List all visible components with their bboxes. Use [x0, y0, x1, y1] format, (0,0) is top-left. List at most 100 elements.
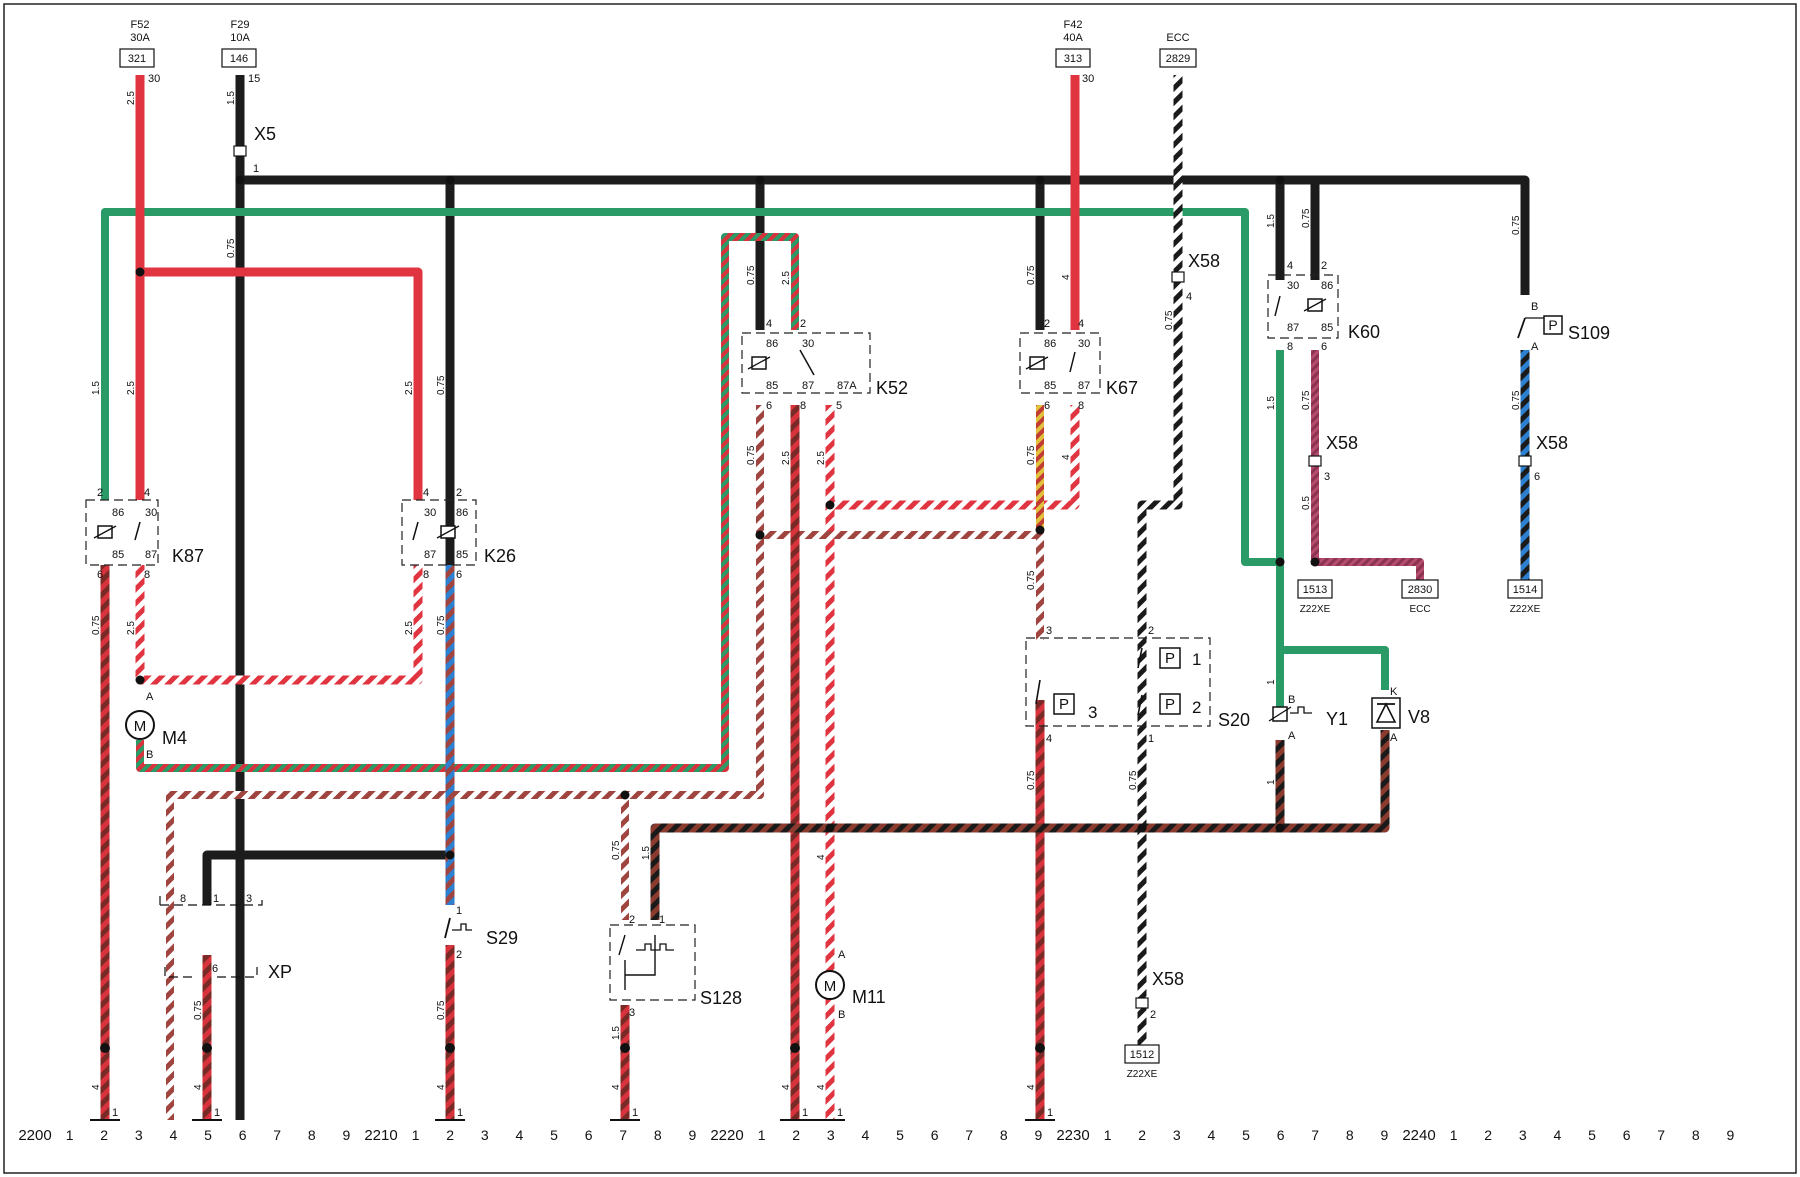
svg-text:1: 1	[213, 893, 219, 905]
ruler-digit: 4	[1554, 1127, 1562, 1143]
svg-text:87: 87	[145, 549, 157, 561]
svg-text:2: 2	[456, 949, 462, 961]
ruler-digit: 6	[931, 1127, 939, 1143]
ruler-block-label: 2240	[1402, 1127, 1435, 1144]
svg-text:10A: 10A	[230, 32, 250, 44]
ruler-digit: 7	[1657, 1127, 1665, 1143]
svg-text:146: 146	[230, 53, 248, 65]
wire-m4-supply	[135, 565, 423, 685]
ruler-digit: 6	[1277, 1127, 1285, 1143]
svg-text:2: 2	[800, 318, 806, 330]
svg-text:A: A	[1288, 730, 1296, 742]
wire-v8-k	[1280, 646, 1389, 690]
svg-text:6: 6	[1534, 471, 1540, 483]
svg-text:30: 30	[424, 507, 436, 519]
ruler-digit: 6	[239, 1127, 247, 1143]
svg-text:1: 1	[1266, 679, 1277, 685]
wire-green-feed	[101, 208, 1280, 566]
svg-text:0.75: 0.75	[1128, 770, 1139, 790]
svg-text:2: 2	[1321, 260, 1327, 272]
svg-text:4: 4	[1186, 291, 1192, 303]
svg-text:0.75: 0.75	[1026, 265, 1037, 285]
connector-x58-3: X58 3	[1308, 433, 1358, 483]
wire-2830	[1315, 558, 1424, 580]
svg-text:ECC: ECC	[1409, 604, 1430, 615]
svg-text:4: 4	[1026, 1084, 1037, 1090]
svg-text:4: 4	[816, 1084, 827, 1090]
svg-text:K52: K52	[876, 378, 908, 398]
svg-text:4: 4	[1046, 733, 1052, 745]
svg-text:30: 30	[148, 73, 160, 85]
svg-text:30A: 30A	[130, 32, 150, 44]
svg-text:0.75: 0.75	[193, 1000, 204, 1020]
svg-text:40A: 40A	[1063, 32, 1083, 44]
svg-text:Z22XE: Z22XE	[1510, 604, 1541, 615]
svg-text:85: 85	[456, 549, 468, 561]
svg-text:0.75: 0.75	[611, 840, 622, 860]
svg-text:K67: K67	[1106, 378, 1138, 398]
svg-text:1.5: 1.5	[1266, 396, 1277, 410]
wire-black-bus	[240, 175, 1530, 295]
ruler-digit: 5	[896, 1127, 904, 1143]
svg-text:P: P	[1059, 696, 1069, 713]
connector-x58-ecc: X58 4	[1171, 251, 1220, 303]
svg-text:P: P	[1548, 317, 1557, 333]
svg-text:4: 4	[1061, 454, 1072, 460]
motor-m11: M A B M11	[815, 949, 886, 1021]
svg-text:85: 85	[112, 549, 124, 561]
svg-text:XP: XP	[268, 962, 292, 982]
svg-text:K87: K87	[172, 546, 204, 566]
svg-text:1514: 1514	[1513, 584, 1537, 596]
ruler-block-label: 2210	[364, 1127, 397, 1144]
svg-text:0.75: 0.75	[436, 1000, 447, 1020]
ruler-digit: 4	[1208, 1127, 1216, 1143]
svg-text:M4: M4	[162, 728, 187, 748]
ruler-digit: 3	[481, 1127, 489, 1143]
ruler-digit: 2	[792, 1127, 800, 1143]
svg-text:0.75: 0.75	[1164, 310, 1175, 330]
svg-text:1: 1	[632, 1107, 638, 1119]
svg-text:P: P	[1165, 650, 1175, 667]
wire-k26-30	[140, 267, 423, 500]
svg-text:6: 6	[456, 569, 462, 581]
svg-text:1: 1	[457, 1107, 463, 1119]
svg-text:F52: F52	[131, 19, 150, 31]
svg-text:S29: S29	[486, 928, 518, 948]
switch-s20: P 3 P 1 P 2 3 2 4 1 S20	[1025, 625, 1250, 745]
svg-text:0.75: 0.75	[436, 615, 447, 635]
svg-text:2: 2	[629, 914, 635, 926]
ruler-digit: 3	[1519, 1127, 1527, 1143]
ruler-digit: 5	[1242, 1127, 1250, 1143]
svg-text:1.5: 1.5	[226, 91, 237, 105]
ruler-digit: 9	[1035, 1127, 1043, 1143]
ruler-digit: 4	[170, 1127, 178, 1143]
svg-text:30: 30	[1078, 338, 1090, 350]
svg-text:2.5: 2.5	[126, 621, 137, 635]
svg-text:4: 4	[1287, 260, 1293, 272]
svg-text:1512: 1512	[1130, 1049, 1154, 1061]
svg-text:B: B	[838, 1009, 845, 1021]
svg-text:85: 85	[766, 380, 778, 392]
ruler-digit: 2	[100, 1127, 108, 1143]
svg-text:85: 85	[1321, 322, 1333, 334]
svg-text:1513: 1513	[1303, 584, 1327, 596]
svg-text:86: 86	[112, 507, 124, 519]
svg-text:B: B	[1288, 694, 1295, 706]
ruler-digit: 9	[1381, 1127, 1389, 1143]
svg-text:15: 15	[248, 73, 260, 85]
svg-text:2: 2	[1044, 318, 1050, 330]
svg-text:4: 4	[1061, 274, 1072, 280]
svg-text:2: 2	[97, 487, 103, 499]
svg-text:4: 4	[611, 1084, 622, 1090]
svg-text:1: 1	[1266, 779, 1277, 785]
svg-text:4: 4	[193, 1084, 204, 1090]
svg-text:30: 30	[1082, 73, 1094, 85]
svg-text:0.75: 0.75	[1026, 770, 1037, 790]
svg-text:4: 4	[144, 487, 150, 499]
ruler-digit: 7	[273, 1127, 281, 1143]
connector-1514: 1514 Z22XE	[1507, 579, 1543, 615]
svg-text:313: 313	[1064, 53, 1082, 65]
junctions	[100, 175, 1320, 1053]
ruler-block-label: 2220	[710, 1127, 743, 1144]
frame	[3, 3, 1797, 1174]
